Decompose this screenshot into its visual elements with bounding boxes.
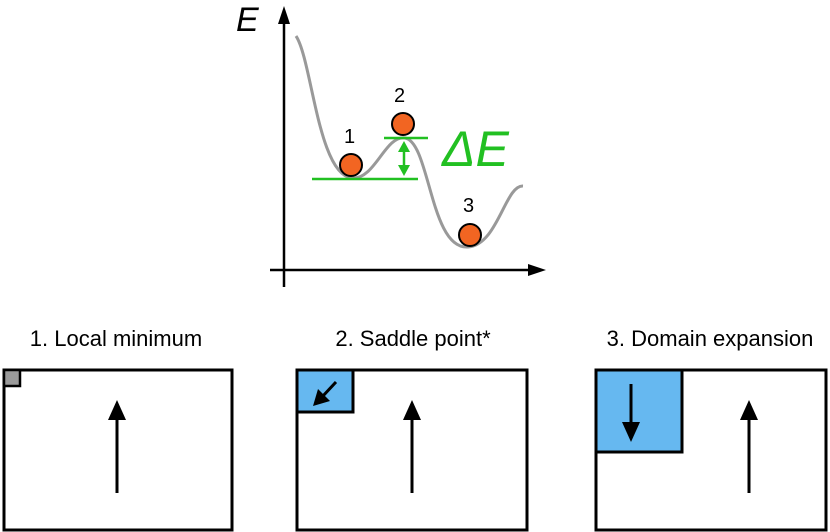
state-1-marker xyxy=(339,153,363,177)
panel-2-diagonal-arrow xyxy=(320,380,338,399)
delta-e-label: ΔE xyxy=(441,121,510,177)
state-3-marker xyxy=(458,223,482,247)
y-axis-arrowhead xyxy=(278,6,290,24)
state-1-label: 1 xyxy=(344,126,355,148)
energy-plot: E ΔE 1 2 3 xyxy=(236,1,546,287)
panel-1-title: 1. Local minimum xyxy=(30,326,202,351)
panel-3-title: 3. Domain expansion xyxy=(607,326,814,351)
delta-e-arrowhead-down xyxy=(398,165,410,176)
panel-3-inset-domain xyxy=(594,368,684,454)
panel-domain-expansion: 3. Domain expansion xyxy=(594,326,828,532)
x-axis-arrowhead xyxy=(528,264,546,276)
state-2-label: 2 xyxy=(394,85,405,107)
panel-3-down-arrowhead xyxy=(622,422,640,442)
panel-3-up-arrowhead xyxy=(740,400,758,420)
state-2-marker xyxy=(391,112,415,136)
y-axis-label: E xyxy=(236,1,259,39)
panel-1-inset-domain xyxy=(2,368,22,388)
panel-1-frame xyxy=(2,368,234,532)
panel-local-minimum: 1. Local minimum xyxy=(2,326,234,532)
state-3-label: 3 xyxy=(463,195,474,217)
panel-1-up-arrowhead xyxy=(108,400,126,420)
panel-2-diagonal-arrowhead xyxy=(313,389,330,406)
delta-e-arrowhead-up xyxy=(398,141,410,152)
panel-2-up-arrowhead xyxy=(403,400,421,420)
panel-2-title: 2. Saddle point* xyxy=(335,326,491,351)
panel-saddle-point: 2. Saddle point* xyxy=(295,326,529,532)
panel-2-inset-domain xyxy=(295,368,355,414)
